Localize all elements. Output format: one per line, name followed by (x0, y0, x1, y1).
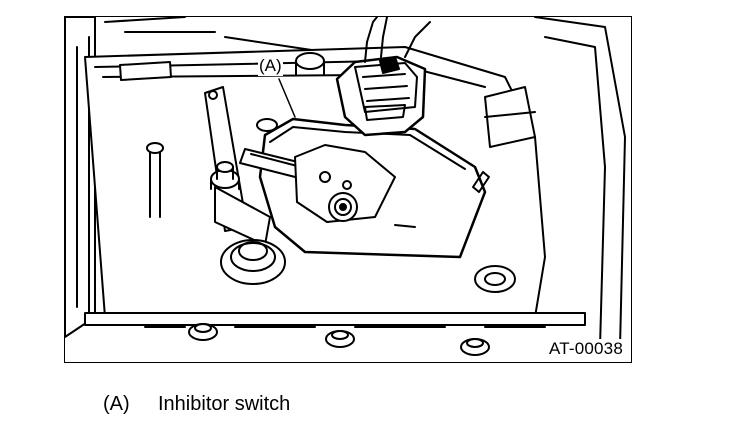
figure-frame: (A) AT-00038 (64, 16, 632, 363)
inhibitor-switch-illustration (65, 17, 626, 356)
legend-description: Inhibitor switch (158, 393, 291, 415)
callout-label-a: (A) (258, 56, 283, 76)
figure-id: AT-00038 (546, 339, 625, 359)
legend-key: (A) (103, 393, 130, 415)
legend: (A) Inhibitor switch (103, 393, 290, 416)
